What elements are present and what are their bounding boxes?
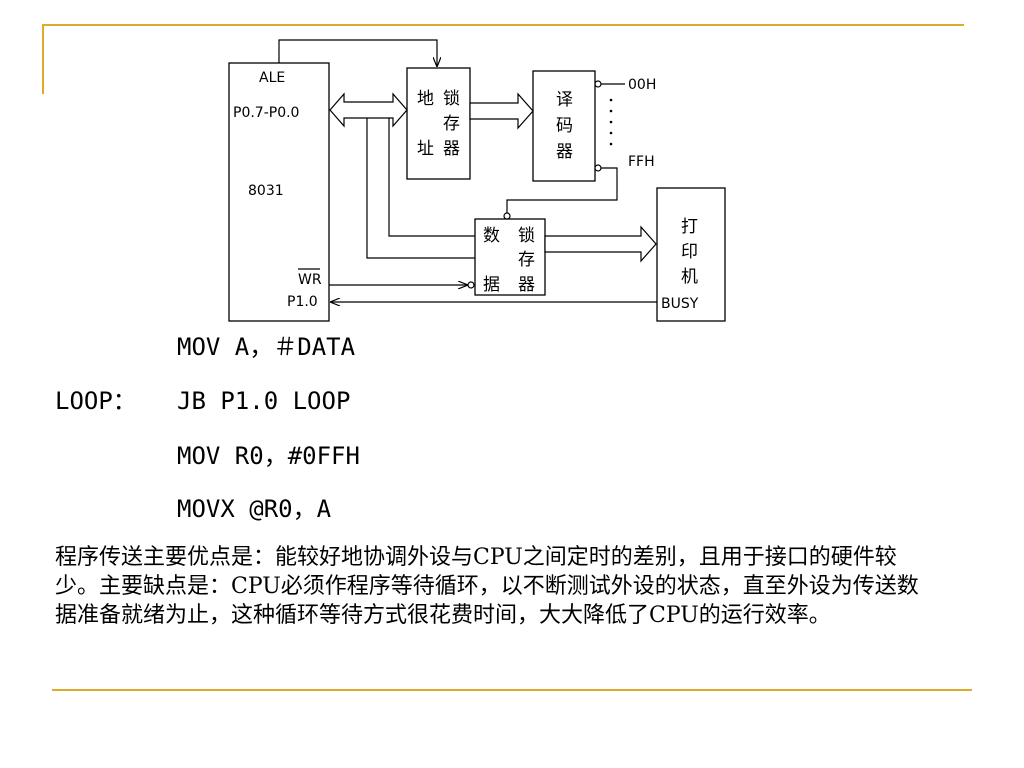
wr-bubble: [467, 281, 475, 289]
p0-address-bus: [329, 92, 408, 128]
data-latch-char: 锁: [518, 226, 535, 246]
decoder-out-bubble-bottom: [594, 164, 602, 172]
addr-latch-char: 存: [443, 114, 460, 134]
decoder-box: [532, 70, 596, 182]
addr-latch-char: 锁: [443, 89, 460, 109]
top-rule: [42, 24, 964, 26]
code-line-2: LOOP： JB P1.0 LOOP: [55, 386, 350, 416]
decoder-out-last: FFH: [628, 154, 655, 170]
code-text: JB P1.0 LOOP: [177, 387, 351, 415]
data-line-inner: [366, 118, 475, 259]
cpu-pin-p10: P1.0: [287, 294, 318, 310]
printer-busy: BUSY: [661, 296, 699, 312]
left-rule: [42, 24, 44, 94]
cpu-pin-wr: WR: [298, 272, 322, 288]
decoder-dot: [609, 98, 613, 102]
explanation-paragraph: 程序传送主要优点是：能较好地协调外设与CPU之间定时的差别，且用于接口的硬件较少…: [55, 545, 919, 628]
decoder-dot: [609, 131, 613, 135]
decoder-dot: [609, 120, 613, 124]
ale-line: [278, 39, 437, 66]
decoder-to-data-latch-line: [506, 167, 618, 213]
data-latch-char: 数: [483, 226, 500, 246]
printer-char: 机: [681, 267, 698, 287]
code-line-3: MOV R0，#0FFH: [55, 441, 360, 471]
code-text: MOV R0，#0FFH: [177, 442, 360, 470]
decoder-char: 译: [556, 90, 573, 110]
code-text: MOVX @R0，A: [177, 495, 332, 523]
bottom-rule: [52, 689, 972, 691]
data-latch-box: [474, 218, 546, 296]
decoder-char: 码: [556, 116, 573, 136]
latch-decoder-bus: [469, 92, 534, 130]
data-latch-char: 器: [518, 275, 535, 295]
decoder-dot: [609, 142, 613, 146]
addr-latch-char: 地: [417, 89, 434, 109]
data-printer-bus: [544, 225, 657, 263]
decoder-out-first: 00H: [628, 77, 656, 93]
data-latch-enable-bubble: [503, 212, 511, 220]
addr-latch-char: 器: [443, 139, 460, 159]
cpu-pin-ale: ALE: [259, 70, 285, 86]
decoder-char: 器: [556, 142, 573, 162]
printer-box: [656, 187, 726, 322]
decoder-dot: [609, 109, 613, 113]
printer-char: 印: [681, 242, 698, 262]
cpu-chip-label: 8031: [248, 183, 284, 199]
code-line-4: MOVX @R0，A: [55, 494, 331, 524]
interface-diagram: ALE P0.7-P0.0 8031 WR P1.0 地 址 锁 存 器 译 码…: [228, 39, 726, 322]
cpu-pin-port0: P0.7-P0.0: [233, 105, 299, 121]
address-latch-box: [406, 67, 471, 180]
data-latch-char: 据: [483, 275, 500, 295]
data-line-outer: [388, 118, 475, 237]
decoder-out-bubble-top: [594, 80, 602, 88]
data-latch-char: 存: [518, 250, 535, 270]
code-text: MOV A，＃DATA: [177, 333, 356, 361]
addr-latch-char: 址: [417, 139, 434, 159]
printer-char: 打: [681, 217, 698, 237]
code-label: LOOP：: [55, 387, 137, 415]
code-line-1: MOV A，＃DATA: [55, 332, 355, 362]
